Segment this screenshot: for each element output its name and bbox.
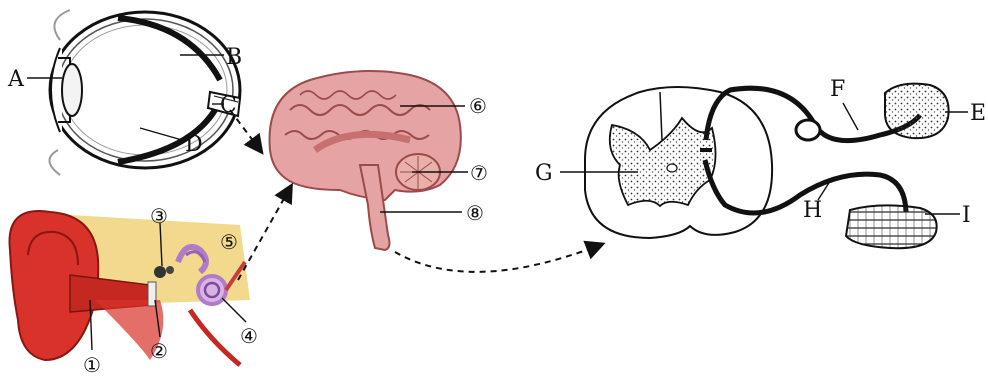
spinal-cord-diagram: G F E H I xyxy=(535,77,986,248)
ear-label-4: ④ xyxy=(240,324,258,348)
spinal-label-f: F xyxy=(830,77,845,102)
brain-label-8: ⑧ xyxy=(466,201,484,225)
ear-label-1: ① xyxy=(83,353,101,377)
brain-diagram: ⑥ ⑦ ⑧ xyxy=(270,71,488,250)
eye-diagram: A B C D xyxy=(7,10,242,175)
spinal-label-g: G xyxy=(535,161,553,186)
ear-label-5: ⑤ xyxy=(220,230,238,254)
spinal-label-h: H xyxy=(803,198,822,223)
brain-label-7: ⑦ xyxy=(470,161,488,185)
eye-label-b: B xyxy=(226,45,242,70)
eye-label-d: D xyxy=(185,132,203,157)
brain-label-6: ⑥ xyxy=(469,94,487,118)
ear-label-3: ③ xyxy=(150,204,168,228)
eye-label-a: A xyxy=(7,67,25,92)
spinal-label-e: E xyxy=(970,101,986,126)
ear-label-2: ② xyxy=(150,339,168,363)
spinal-label-i: I xyxy=(962,203,971,228)
ear-diagram: ① ② ③ ④ ⑤ xyxy=(10,204,258,377)
